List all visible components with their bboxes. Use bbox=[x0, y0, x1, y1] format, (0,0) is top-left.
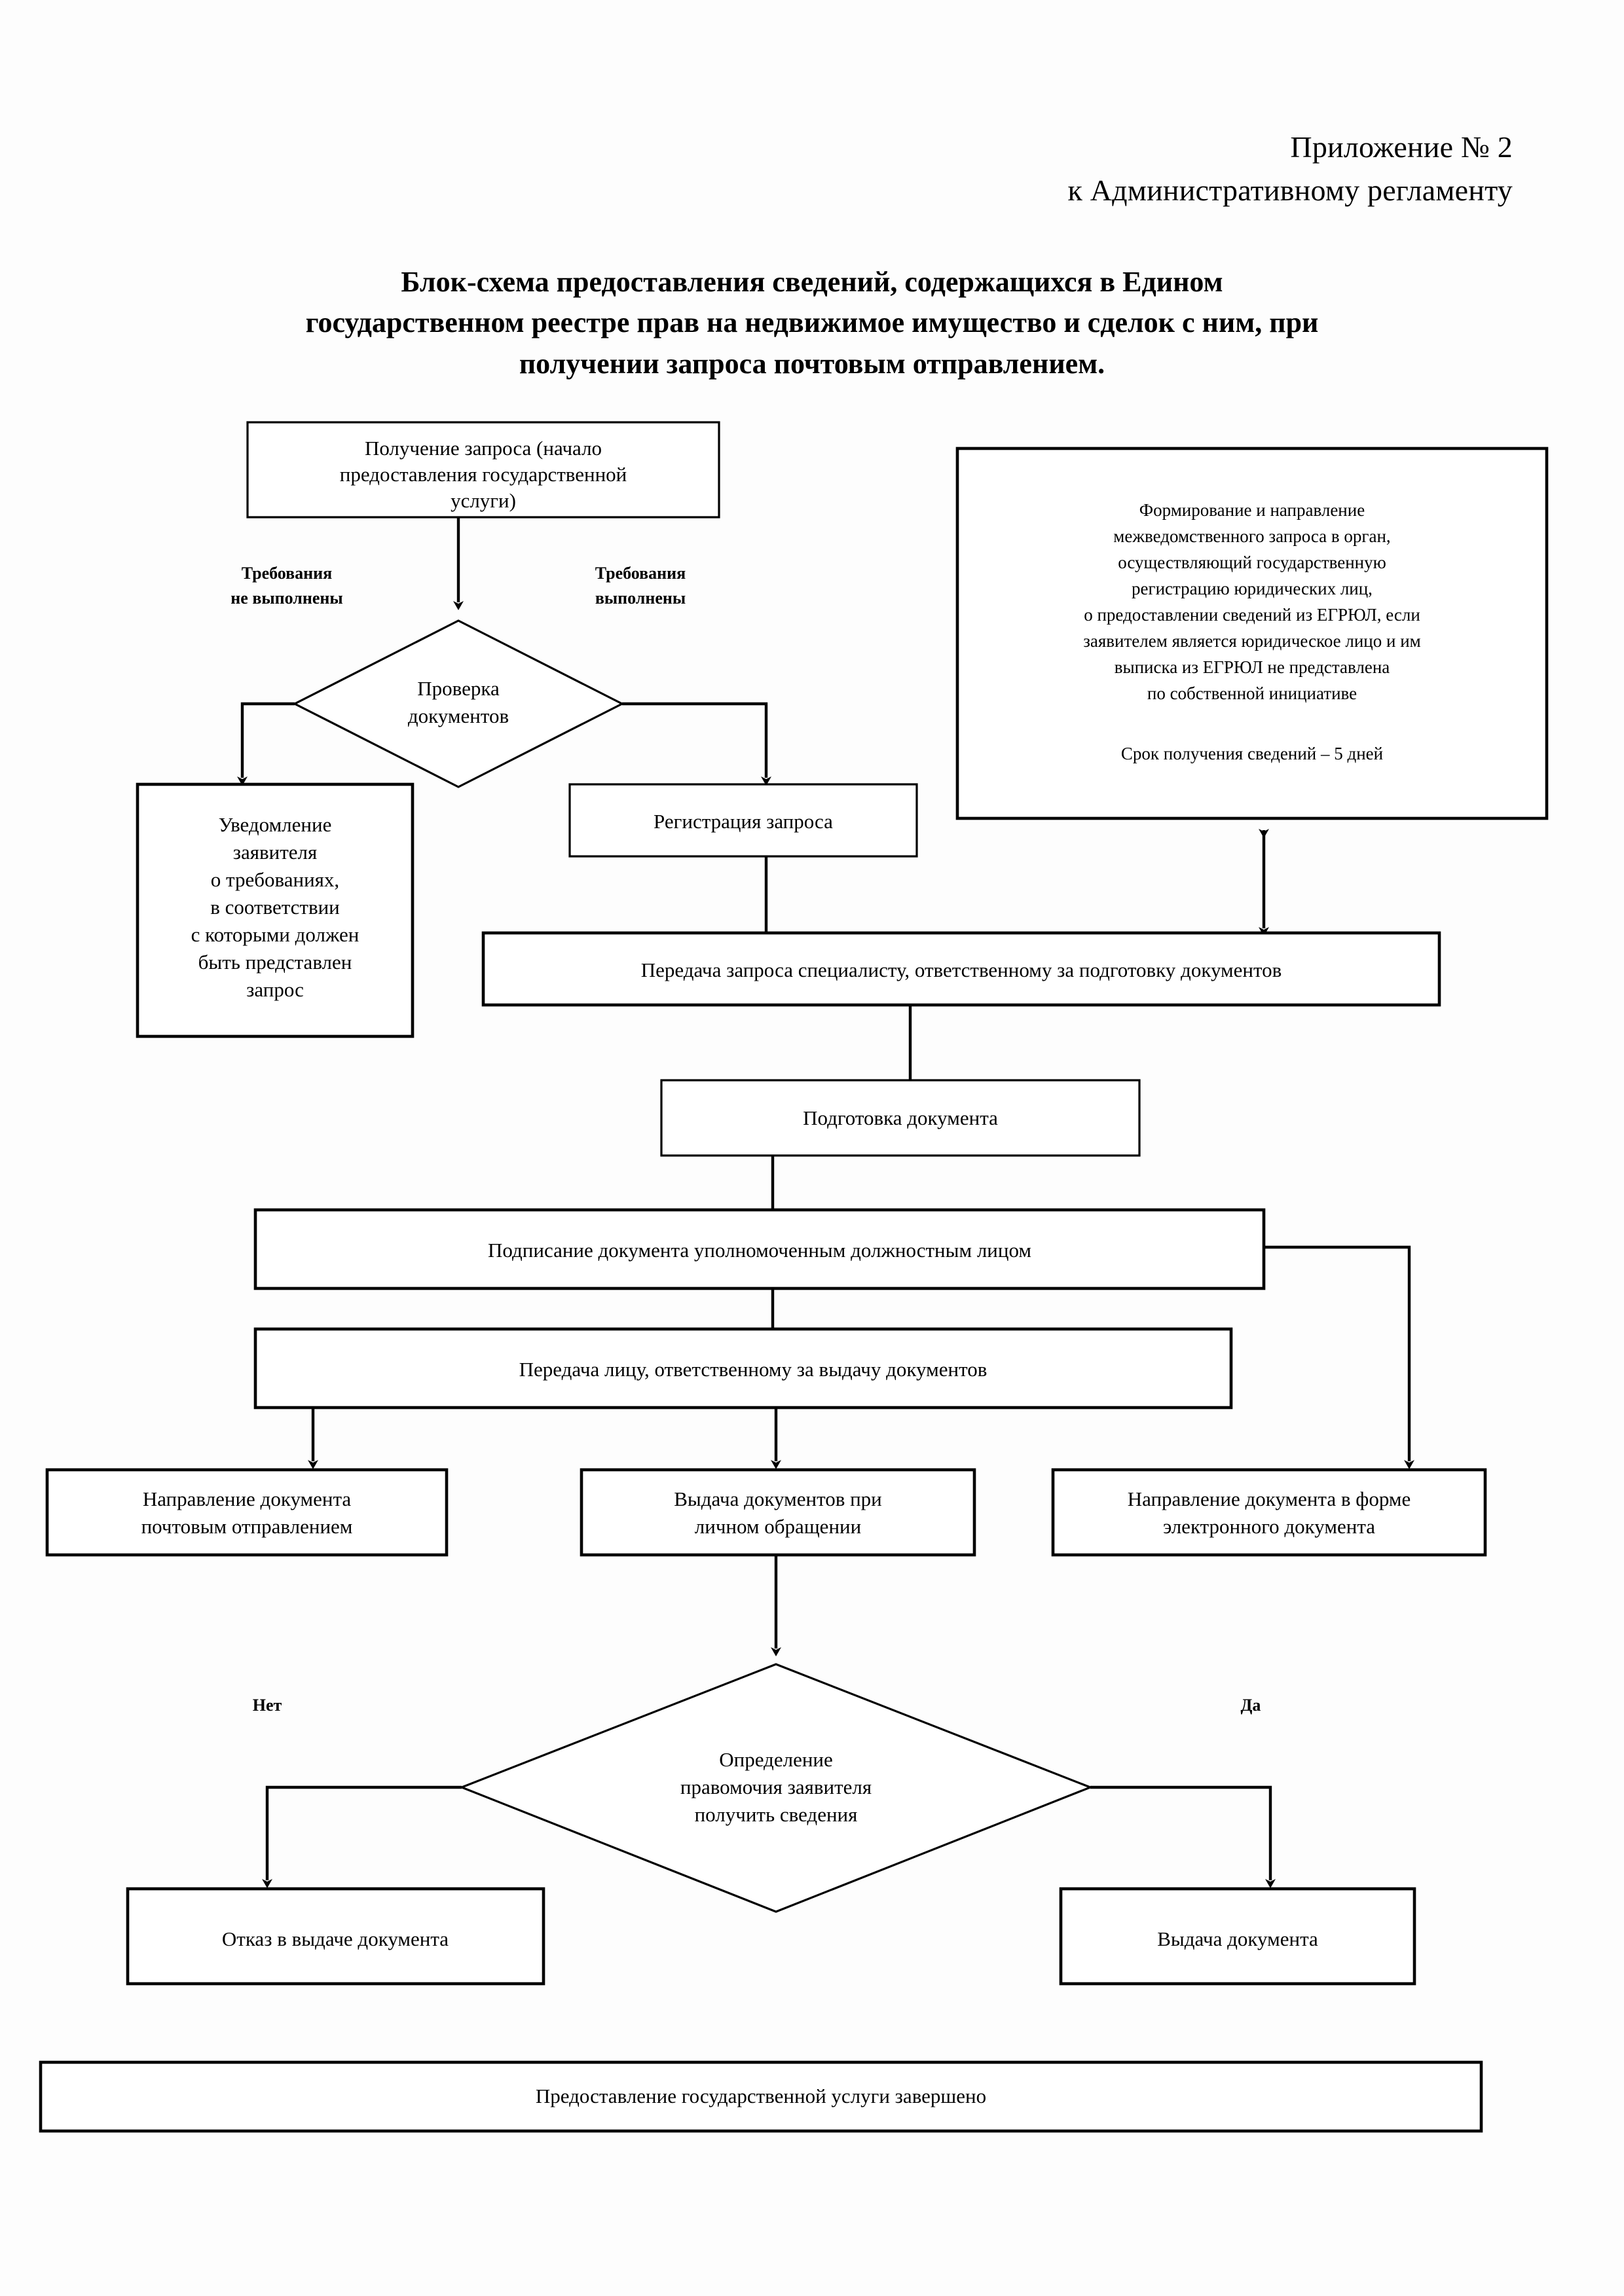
node-interdepartmental-request bbox=[955, 446, 1549, 820]
edge-authority-to-issue bbox=[1090, 1785, 1276, 1888]
node-notify-line3: о требованиях, bbox=[211, 868, 339, 891]
node-notify-line5: с которыми должен bbox=[191, 923, 360, 946]
title-line-3: получении запроса почтовым отправлением. bbox=[519, 347, 1105, 380]
node-refuse-document bbox=[126, 1887, 545, 1986]
node-register-label: Регистрация запроса bbox=[654, 810, 833, 833]
label-req-met-line1: Требования bbox=[595, 564, 686, 583]
node-transfer-to-issuer bbox=[253, 1327, 1233, 1410]
node-post-line2: почтовым отправлением bbox=[141, 1515, 353, 1538]
title-line-1: Блок-схема предоставления сведений, соде… bbox=[401, 266, 1223, 298]
node-register-request bbox=[568, 783, 918, 858]
label-req-met-line2: выполнены bbox=[595, 589, 686, 608]
node-notify-line2: заявителя bbox=[233, 841, 318, 864]
node-interdept-line6: заявителем является юридическое лицо и и… bbox=[1083, 631, 1421, 651]
node-start-line3: услуги) bbox=[451, 489, 516, 512]
node-notify-line1: Уведомление bbox=[219, 813, 332, 836]
node-refusal-label: Отказ в выдаче документа bbox=[222, 1927, 449, 1950]
node-notify-applicant bbox=[136, 782, 415, 1038]
node-check-line2: документов bbox=[408, 704, 509, 727]
node-check-documents bbox=[292, 619, 625, 788]
edge-check-to-register bbox=[622, 702, 771, 786]
edge-authority-to-refusal bbox=[262, 1785, 462, 1888]
edge-check-to-notify bbox=[237, 702, 295, 786]
node-person-line1: Выдача документов при bbox=[674, 1487, 882, 1510]
label-req-not-met-line1: Требования bbox=[242, 564, 332, 583]
node-authority-line2: правомочия заявителя bbox=[680, 1776, 872, 1798]
node-start bbox=[246, 421, 720, 519]
node-prepare-label: Подготовка документа bbox=[803, 1106, 998, 1129]
node-start-line1: Получение запроса (начало bbox=[365, 437, 602, 460]
node-transfer-issuer-label: Передача лицу, ответственному за выдачу … bbox=[519, 1358, 987, 1381]
node-interdept-term: Срок получения сведений – 5 дней bbox=[1121, 744, 1383, 763]
page-title: Блок-схема предоставления сведений, соде… bbox=[216, 262, 1408, 384]
node-prepare-document bbox=[660, 1079, 1141, 1157]
node-service-complete bbox=[39, 2060, 1483, 2133]
node-issue-label: Выдача документа bbox=[1157, 1927, 1318, 1950]
node-interdept-line7: выписка из ЕГРЮЛ не представлена bbox=[1115, 657, 1390, 677]
node-check-line1: Проверка bbox=[417, 677, 500, 700]
edge-sign-to-electronic bbox=[1264, 1245, 1414, 1469]
node-authority-line1: Определение bbox=[719, 1748, 833, 1771]
node-sign-label: Подписание документа уполномоченным долж… bbox=[488, 1239, 1031, 1262]
node-determine-authority bbox=[458, 1663, 1094, 1913]
node-send-electronic bbox=[1051, 1468, 1487, 1557]
label-yes: Да bbox=[1241, 1696, 1261, 1715]
node-interdept-line3: осуществляющий государственную bbox=[1118, 553, 1386, 572]
node-interdept-line1: Формирование и направление bbox=[1139, 500, 1365, 520]
title-line-2: государственном реестре прав на недвижим… bbox=[305, 306, 1319, 339]
node-interdept-line4: регистрацию юридических лиц, bbox=[1132, 579, 1373, 598]
node-finish-label: Предоставление государственной услуги за… bbox=[536, 2085, 986, 2107]
label-no: Нет bbox=[253, 1696, 282, 1715]
label-req-not-met-line2: не выполнены bbox=[231, 589, 342, 608]
node-start-line2: предоставления государственной bbox=[340, 463, 627, 486]
node-person-line2: личном обращении bbox=[695, 1515, 861, 1538]
node-send-by-post bbox=[45, 1468, 449, 1557]
node-sign-document bbox=[253, 1208, 1266, 1290]
node-interdept-line5: о предоставлении сведений из ЕГРЮЛ, если bbox=[1084, 605, 1420, 625]
node-issue-document bbox=[1059, 1887, 1416, 1986]
node-interdept-line2: межведомственного запроса в орган, bbox=[1113, 526, 1390, 546]
appendix-reference: к Административному регламенту bbox=[1067, 173, 1513, 207]
node-notify-line4: в соответствии bbox=[210, 896, 340, 919]
node-authority-line3: получить сведения bbox=[695, 1803, 858, 1826]
node-electronic-line1: Направление документа в форме bbox=[1128, 1487, 1411, 1510]
node-transfer-specialist-label: Передача запроса специалисту, ответствен… bbox=[641, 958, 1282, 981]
node-notify-line7: запрос bbox=[246, 978, 304, 1001]
appendix-number: Приложение № 2 bbox=[1290, 130, 1513, 164]
node-electronic-line2: электронного документа bbox=[1163, 1515, 1375, 1538]
node-interdept-line8: по собственной инициативе bbox=[1147, 683, 1357, 703]
node-notify-line6: быть представлен bbox=[198, 951, 352, 974]
node-issue-in-person bbox=[580, 1468, 976, 1557]
node-post-line1: Направление документа bbox=[143, 1487, 352, 1510]
node-transfer-to-specialist bbox=[481, 931, 1441, 1007]
